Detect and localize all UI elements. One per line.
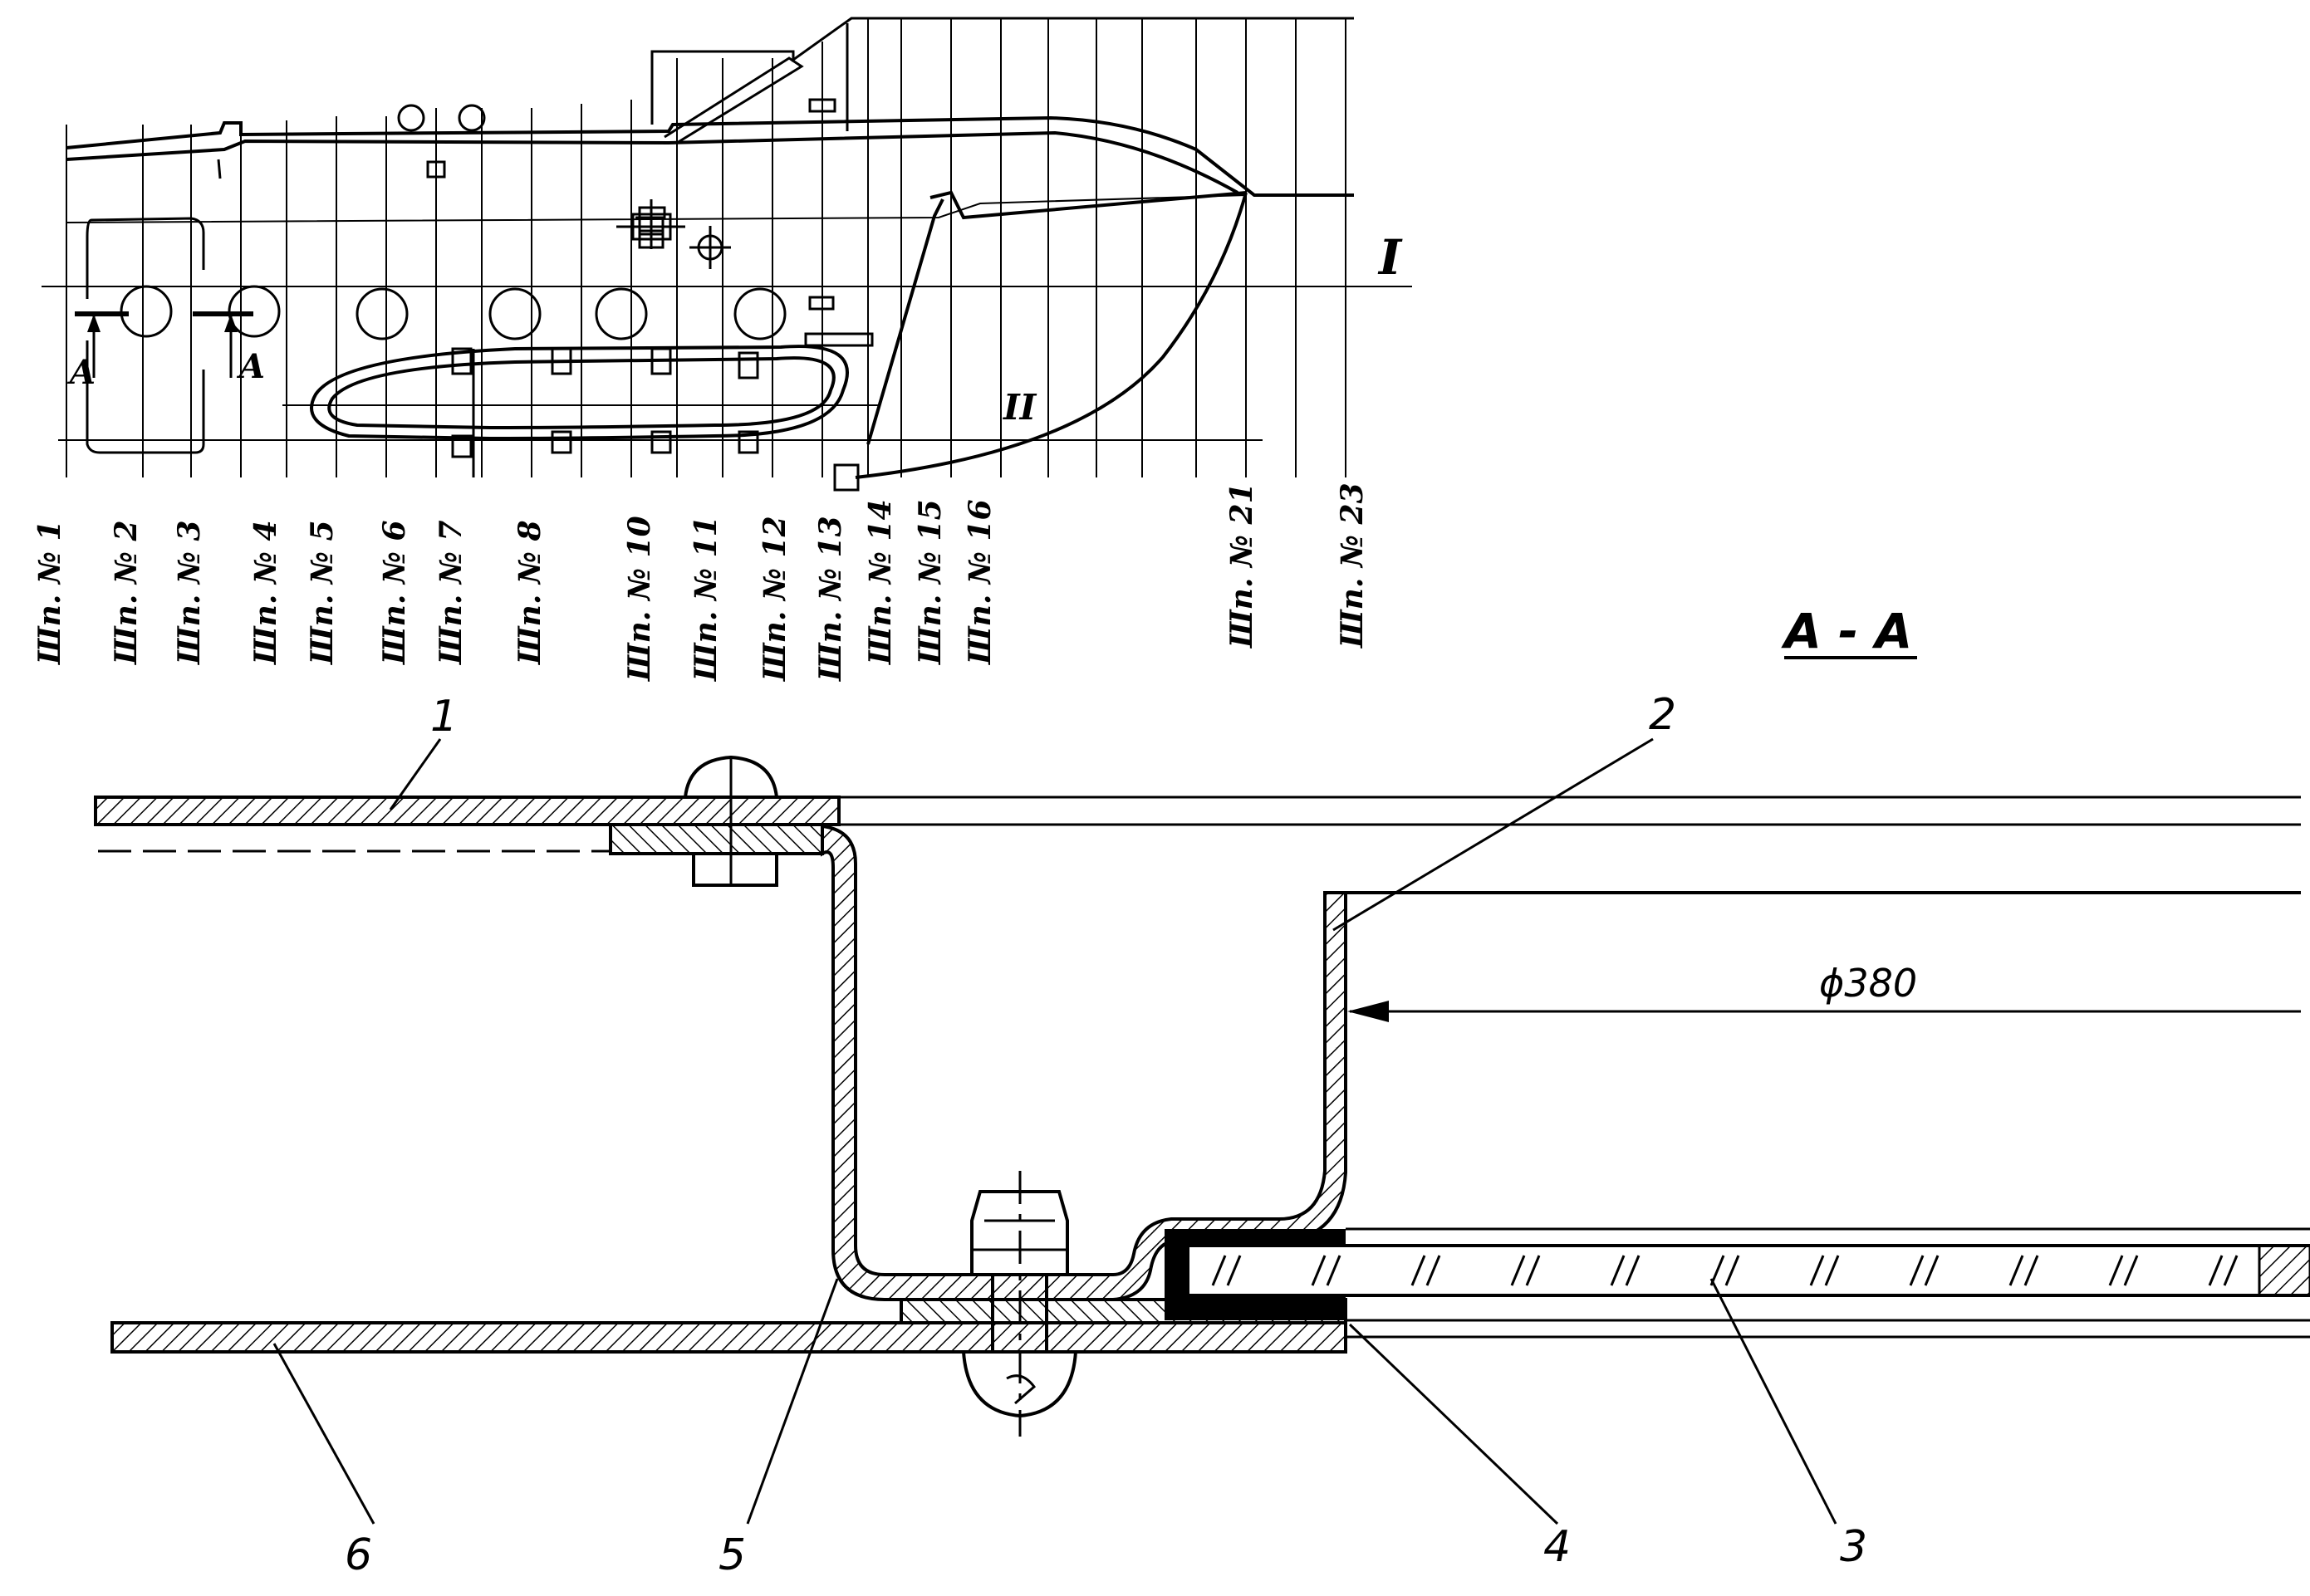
section-mark-right xyxy=(193,311,253,378)
frame-profile xyxy=(821,824,1347,1301)
diameter-dimension: ϕ380 xyxy=(1819,961,1917,1006)
callout-6: 6 xyxy=(345,1530,372,1580)
section-A-A: A - A xyxy=(94,603,2310,1580)
callout-1: 1 xyxy=(430,692,458,742)
frame-label-4: Шп. № 4 xyxy=(248,520,283,666)
callout-3: 3 xyxy=(1840,1522,1867,1572)
frame-label-1: Шп. № 1 xyxy=(32,520,67,666)
cross-fitting xyxy=(616,199,685,249)
section-title: A - A xyxy=(1781,603,1912,659)
level-II-label: II xyxy=(1003,387,1037,428)
frame-label-21: Шп. № 21 xyxy=(1224,482,1259,649)
frame-label-23: Шп. № 23 xyxy=(1335,482,1370,649)
frame-label-6: Шп. № 6 xyxy=(377,520,412,666)
section-mark-label-left: A xyxy=(66,353,96,392)
frame-label-15: Шп. № 15 xyxy=(913,499,948,666)
bottom-skin xyxy=(110,1321,1347,1354)
fuselage-side-view: A A xyxy=(42,17,1412,492)
frame-label-12: Шп. № 12 xyxy=(758,516,792,683)
frame-label-10: Шп. № 10 xyxy=(622,516,657,683)
glass-pane xyxy=(1189,1227,2310,1339)
frame-label-5: Шп. № 5 xyxy=(305,520,340,666)
frame-label-2: Шп. № 2 xyxy=(109,520,144,666)
frame-label-13: Шп. № 13 xyxy=(813,516,848,683)
level-I-label: I xyxy=(1377,229,1403,286)
frame-label-8: Шп. № 8 xyxy=(513,520,547,666)
frame-labels: Шп. № 1 Шп. № 2 Шп. № 3 Шп. № 4 Шп. № 5 … xyxy=(32,482,1370,683)
callout-2: 2 xyxy=(1649,690,1676,740)
frame-label-11: Шп. № 11 xyxy=(689,516,723,683)
frame-label-14: Шп. № 14 xyxy=(863,499,898,666)
top-skin xyxy=(94,796,841,826)
frame-lines xyxy=(66,18,1346,477)
section-mark-left xyxy=(75,311,129,378)
frame-label-16: Шп. № 16 xyxy=(963,499,998,666)
callout-4: 4 xyxy=(1543,1522,1571,1572)
oval-tank xyxy=(310,345,849,477)
section-mark-label-right: A xyxy=(236,347,265,386)
callout-5: 5 xyxy=(719,1530,746,1580)
frame-label-7: Шп. № 7 xyxy=(434,520,468,666)
bolt xyxy=(962,1171,1077,1437)
frame-label-3: Шп. № 3 xyxy=(172,520,207,666)
